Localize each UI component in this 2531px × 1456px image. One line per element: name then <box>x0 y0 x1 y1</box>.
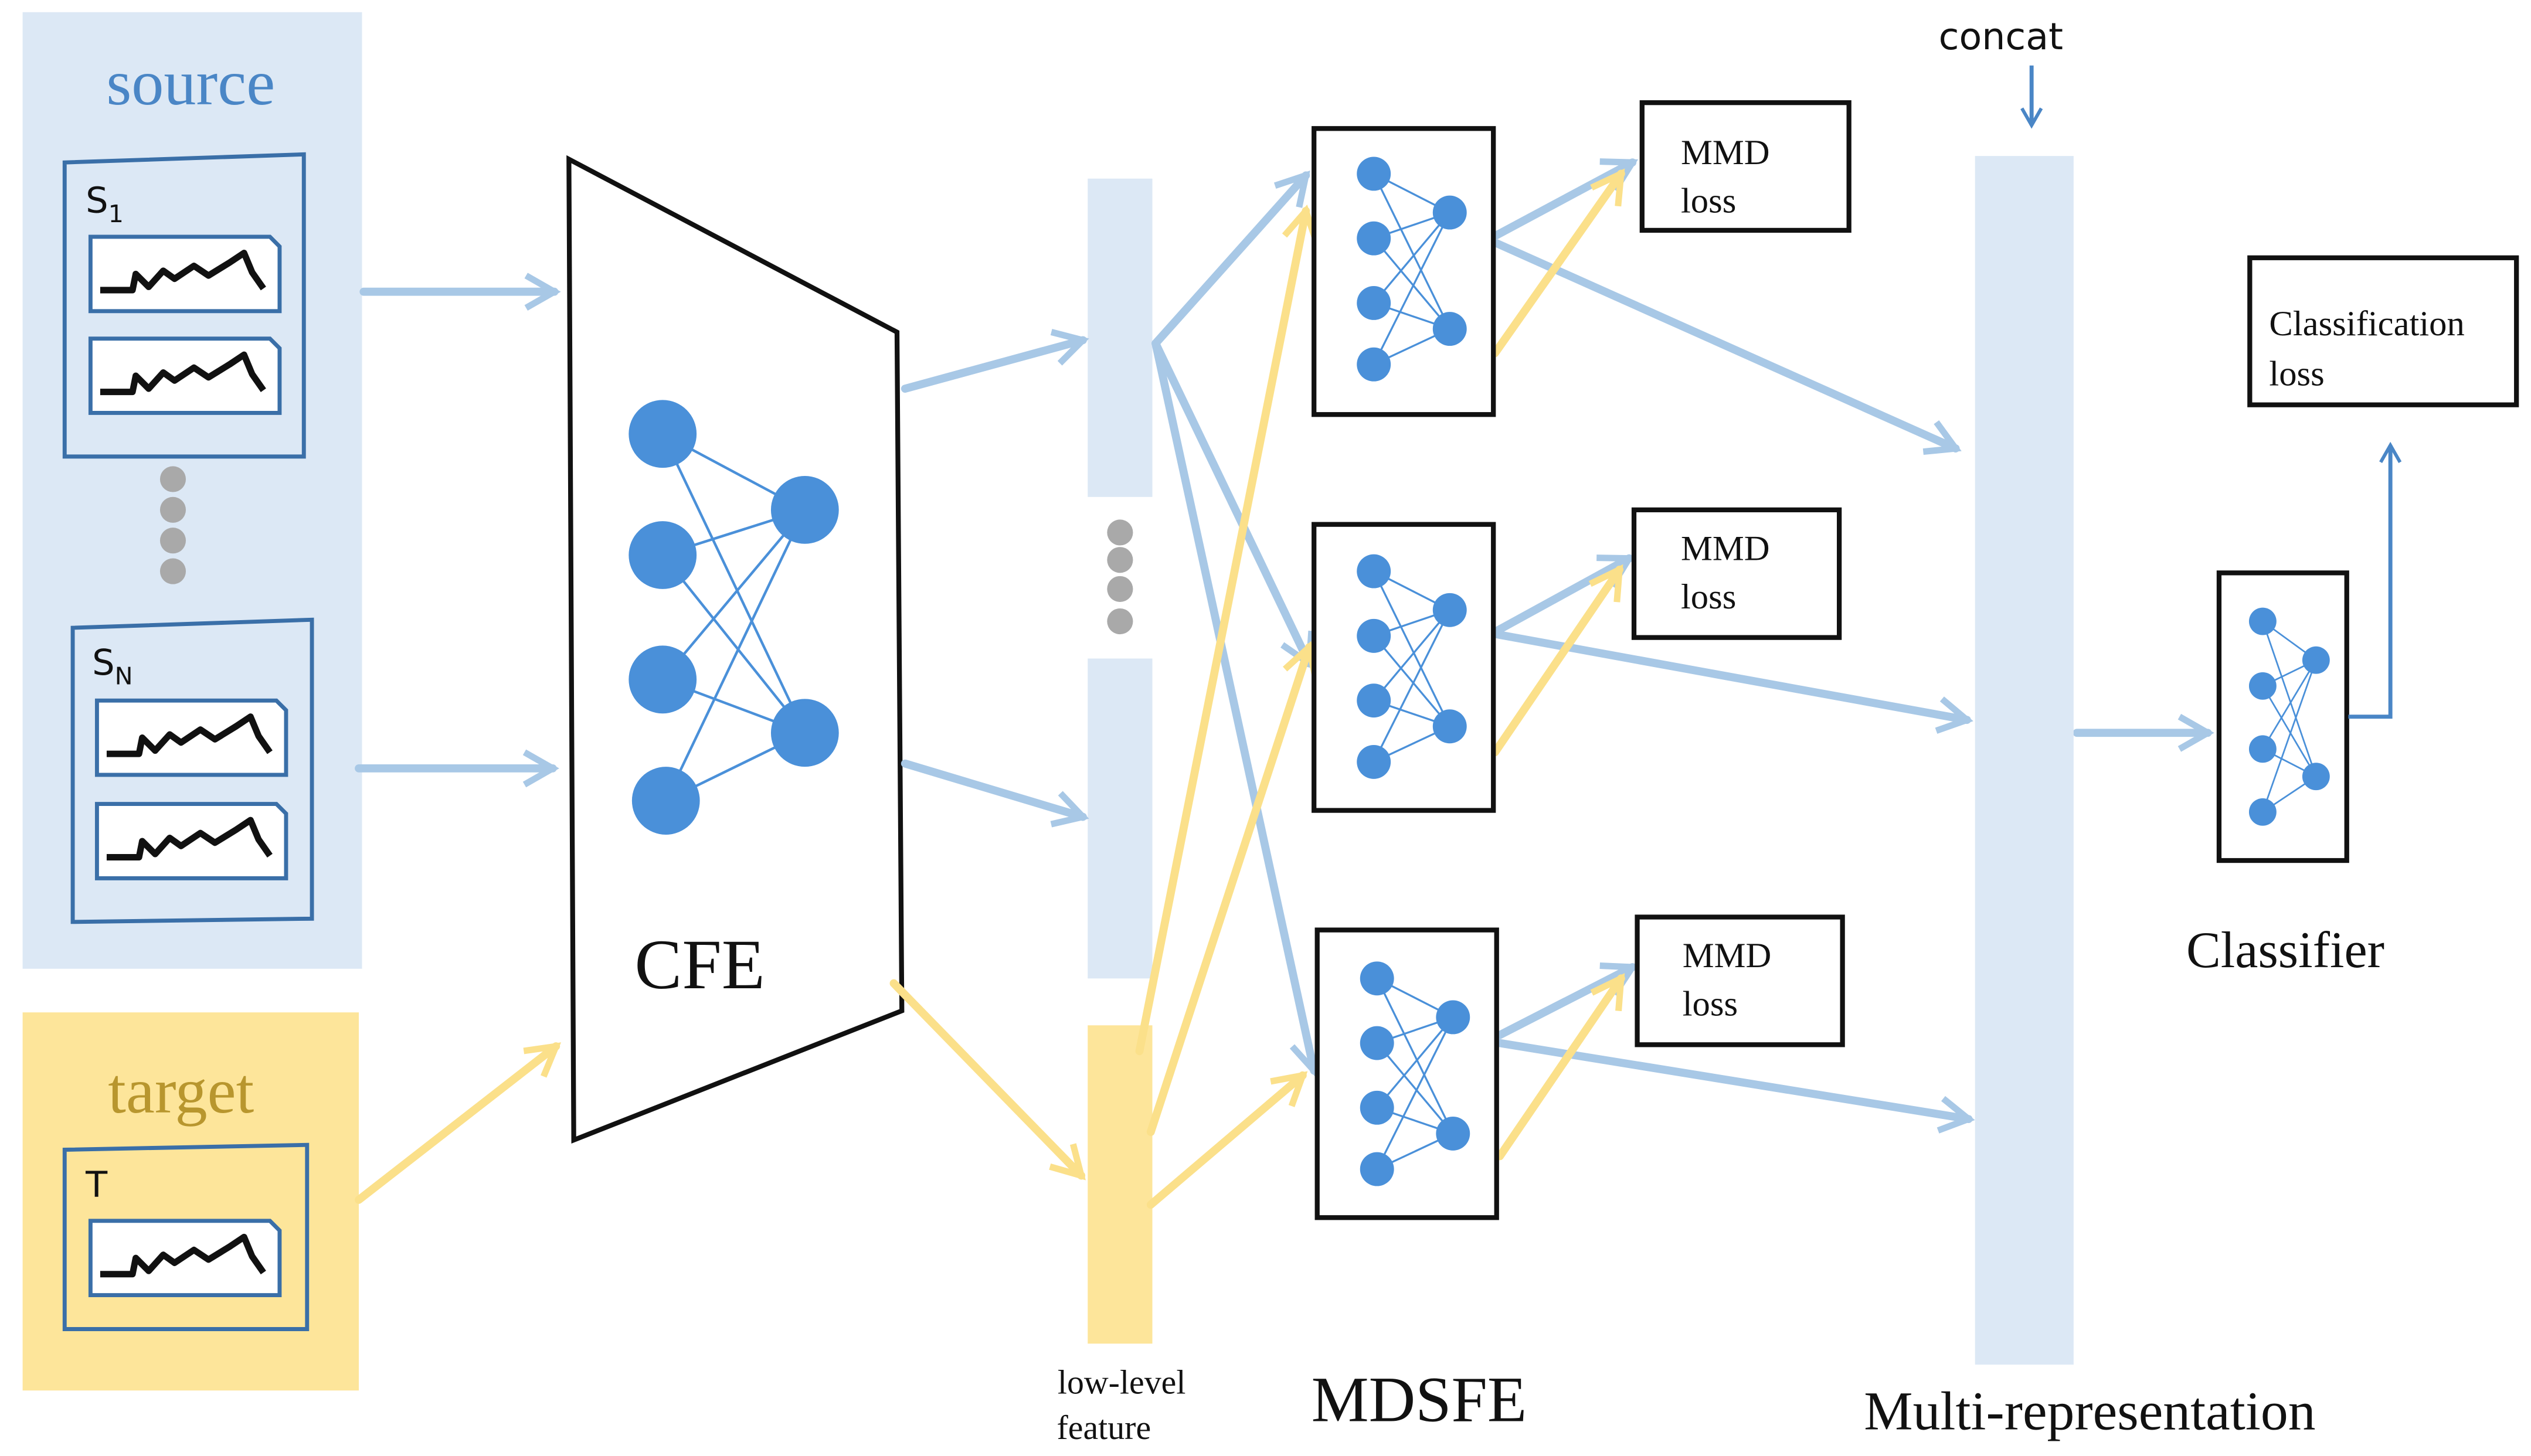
source-ellipsis-dots <box>159 466 186 584</box>
s1-signal-1-icon <box>90 237 280 311</box>
classifier-network-icon <box>2248 607 2330 826</box>
source-s1-card: S1 <box>62 152 306 459</box>
sn-subscript: N <box>115 662 133 690</box>
mmd-loss-2-line2: loss <box>1681 577 1736 617</box>
s1-signal-2-icon <box>90 339 280 413</box>
mdsfe-network-3 <box>1314 927 1499 1220</box>
t-signal-icon <box>90 1221 280 1295</box>
target-label: target <box>108 1055 254 1127</box>
mmd-loss-1-line1: MMD <box>1681 133 1770 172</box>
s1-subscript: 1 <box>108 200 124 228</box>
mmd-loss-box-3: MMD loss <box>1635 914 1845 1047</box>
classifier: Classifier <box>2186 441 2402 979</box>
classification-loss-box: Classification loss <box>2247 255 2519 407</box>
svg-text:SN: SN <box>92 642 133 690</box>
low-level-feature: low-level feature <box>1057 178 1186 1447</box>
arrows-blue <box>355 158 2214 1134</box>
sn-label: S <box>92 642 114 683</box>
multi-representation: concat Multi-representation <box>1864 15 2315 1441</box>
mdsfe-network-1 <box>1312 126 1496 417</box>
target-t-card: T <box>62 1142 310 1331</box>
sn-signal-2-icon <box>97 804 286 879</box>
low-level-label-line1: low-level <box>1058 1363 1186 1401</box>
s1-label: S <box>86 181 108 222</box>
classifier-label: Classifier <box>2186 921 2384 979</box>
mmd-loss-3-line1: MMD <box>1683 936 1772 975</box>
classifier-output-arrow-icon <box>2348 441 2402 719</box>
mmd-loss-box-2: MMD loss <box>1631 507 1842 640</box>
feature-bar-target <box>1088 1025 1153 1344</box>
classification-loss-line1: Classification <box>2269 304 2464 343</box>
arrows-yellow <box>355 168 1625 1209</box>
mmd-loss-box-1: MMD loss <box>1639 100 1851 233</box>
mmd-loss-1-line2: loss <box>1681 182 1736 221</box>
classification-loss-line2: loss <box>2269 355 2324 394</box>
cfe-block: CFE <box>566 155 905 1144</box>
feature-bar-source-n <box>1088 658 1153 979</box>
svg-text:S1: S1 <box>86 181 124 229</box>
feature-ellipsis-dots <box>1107 519 1133 635</box>
mmd-loss-3-line2: loss <box>1683 985 1738 1024</box>
multi-representation-label: Multi-representation <box>1864 1380 2315 1441</box>
cfe-label: CFE <box>634 926 765 1004</box>
source-sn-card: SN <box>70 617 314 924</box>
target-panel: target T <box>22 1012 359 1391</box>
concat-label: concat <box>1939 15 2063 58</box>
t-label: T <box>85 1164 108 1205</box>
mdsfe-label: MDSFE <box>1312 1364 1527 1435</box>
source-panel: source S1 SN <box>22 12 362 969</box>
cfe-network-icon <box>628 400 839 835</box>
sn-signal-1-icon <box>97 700 286 775</box>
feature-bar-source-1 <box>1088 178 1153 497</box>
source-label: source <box>106 47 275 118</box>
mmd-loss-2-line1: MMD <box>1681 529 1770 568</box>
low-level-label-line2: feature <box>1057 1409 1151 1447</box>
mdsfe-network-2 <box>1312 522 1496 813</box>
